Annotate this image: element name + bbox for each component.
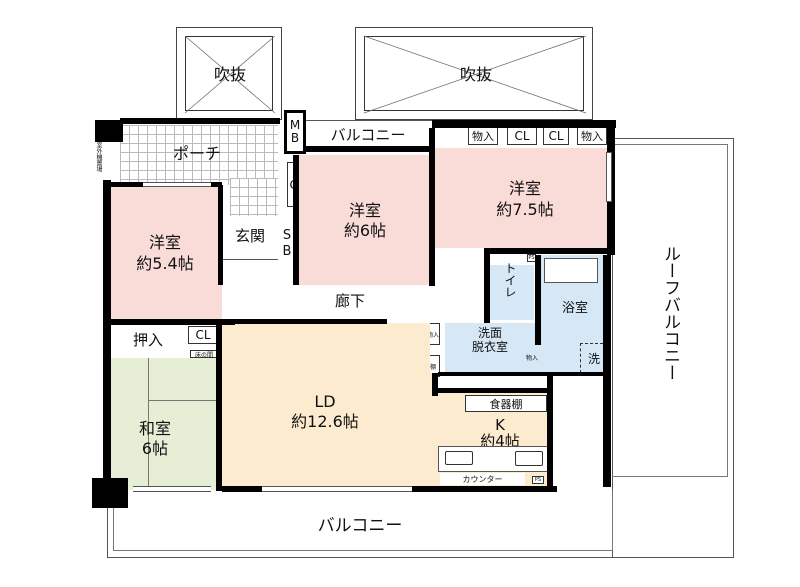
cl-washitsu: CL bbox=[188, 326, 218, 344]
tokonoma: 床の間 bbox=[190, 350, 218, 359]
washitsu bbox=[110, 358, 218, 490]
western-room-54 bbox=[110, 185, 222, 320]
entry-tile-area bbox=[230, 178, 278, 216]
western-room-54-name: 洋室 bbox=[148, 233, 181, 252]
wall-washroom-bottom bbox=[438, 372, 608, 376]
western-room-75-name: 洋室 bbox=[508, 179, 541, 198]
washitsu-tatami-line-h bbox=[148, 400, 218, 401]
wall-7-5-bottom bbox=[484, 248, 609, 254]
genkan-label: 玄関 bbox=[234, 227, 265, 245]
south-balcony-inner bbox=[113, 490, 613, 551]
toilet-label: トイレ bbox=[503, 262, 517, 298]
cl-top-2: CL bbox=[543, 127, 569, 145]
wall-toilet-left bbox=[484, 248, 490, 323]
washroom-label: 洗面 脱衣室 bbox=[471, 326, 508, 354]
wall-kitchen-left bbox=[432, 373, 438, 396]
void-right-label: 吹抜 bbox=[459, 65, 492, 84]
wall-6-right bbox=[429, 128, 435, 286]
kitchen-counter-top bbox=[438, 446, 548, 472]
void-left-label: 吹抜 bbox=[213, 65, 246, 84]
storage-wash-label: 物入 bbox=[525, 355, 538, 362]
wall-kitchen-top bbox=[438, 388, 550, 393]
ps-box-kitchen: PS bbox=[532, 476, 544, 484]
north-balcony-label: バルコニー bbox=[330, 126, 406, 144]
roof-balcony-label: ルーフバルコニー bbox=[660, 245, 680, 381]
window-7-5-right bbox=[606, 152, 612, 202]
corridor-label: 廊下 bbox=[334, 292, 365, 310]
window-ld-south bbox=[262, 486, 412, 492]
wall-left bbox=[103, 180, 111, 480]
living-dining bbox=[222, 323, 430, 488]
window-washitsu-south bbox=[133, 486, 211, 492]
oshiire: 押入 bbox=[110, 326, 186, 352]
western-room-75-size: 約7.5帖 bbox=[496, 200, 554, 219]
western-room-6-name: 洋室 bbox=[348, 201, 381, 220]
washitsu-name: 和室 bbox=[138, 419, 171, 438]
south-balcony-label: バルコニー bbox=[317, 516, 403, 536]
washitsu-tatami-line bbox=[148, 358, 149, 490]
south-balcony bbox=[107, 490, 734, 558]
ld-size: 約12.6帖 bbox=[291, 412, 359, 431]
living-dining-ext bbox=[430, 373, 438, 488]
wall-bath-left bbox=[535, 255, 541, 345]
storage-top-2: 物入 bbox=[577, 127, 607, 145]
western-room-75 bbox=[432, 148, 610, 248]
north-balcony bbox=[306, 120, 432, 152]
stove-icon bbox=[515, 451, 543, 466]
wall-5-4-right bbox=[218, 185, 223, 285]
window-5-4-top bbox=[143, 182, 211, 187]
wall-right-low bbox=[603, 255, 611, 487]
sb-label: S B bbox=[282, 228, 292, 259]
void-right: 吹抜 bbox=[355, 27, 593, 120]
outdoor-unit-label: 室外機置場 bbox=[95, 142, 102, 172]
cl-top-1: CL bbox=[507, 127, 537, 145]
kitchen-size: 約4帖 bbox=[480, 432, 520, 450]
toilet bbox=[490, 265, 534, 320]
corridor bbox=[222, 285, 484, 323]
washroom bbox=[445, 323, 605, 373]
bath-label: 浴室 bbox=[561, 301, 588, 316]
western-room-54-size: 約5.4帖 bbox=[136, 254, 194, 273]
wall-washitsu-right bbox=[216, 323, 222, 491]
wall-kitchen-right bbox=[547, 373, 553, 491]
sink-icon bbox=[445, 451, 473, 465]
roof-balcony-inner bbox=[612, 144, 728, 477]
wall-6-left bbox=[293, 155, 299, 285]
bathtub bbox=[544, 258, 598, 283]
western-room-6 bbox=[298, 155, 430, 285]
western-room-6-size: 約6帖 bbox=[343, 221, 387, 240]
washitsu-size: 6帖 bbox=[141, 439, 169, 458]
wall-porch-top bbox=[120, 118, 280, 124]
wall-ne-corner bbox=[95, 120, 123, 142]
wall-corridor-bottom bbox=[222, 319, 387, 324]
wall-top-right bbox=[432, 120, 616, 128]
cupboard: 食器棚 bbox=[465, 395, 547, 412]
wall-sw-corner bbox=[92, 478, 128, 508]
porch-label: ポーチ bbox=[172, 144, 221, 163]
porch bbox=[120, 125, 278, 185]
ld-name: LD bbox=[314, 392, 336, 411]
kitchen-name: K bbox=[495, 416, 505, 434]
wall-5-4-bottom bbox=[110, 319, 235, 325]
void-left: 吹抜 bbox=[176, 27, 282, 120]
genkan bbox=[222, 216, 278, 260]
storage-top-1: 物入 bbox=[468, 127, 498, 145]
mb-closet: M B bbox=[284, 110, 306, 154]
counter: カウンター bbox=[440, 473, 525, 485]
